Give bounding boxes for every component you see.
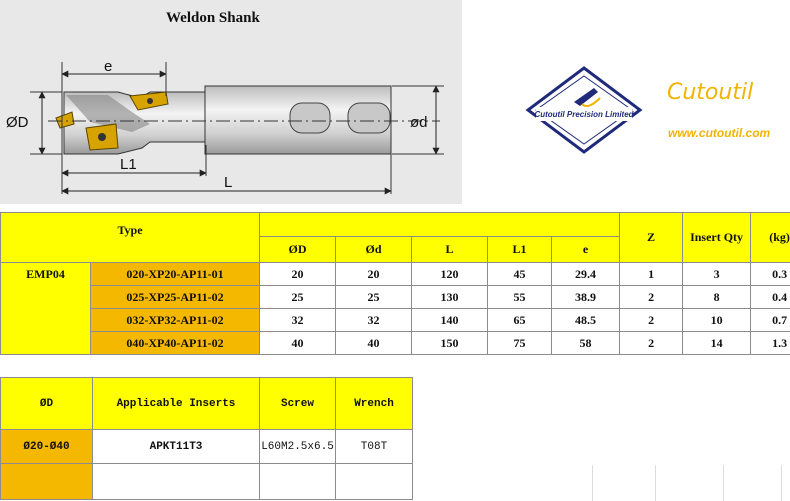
header-D: ØD xyxy=(259,236,336,263)
type-code: 032-XP32-AP11-02 xyxy=(90,308,260,332)
insert-front-screw xyxy=(98,133,106,141)
tool-drawing: Weldon Shank e L1 L ØD xyxy=(0,0,462,204)
dim-label-e: e xyxy=(104,58,112,75)
weldon-flat-right xyxy=(347,102,391,134)
cell-D: 32 xyxy=(259,308,336,332)
cell-L: 140 xyxy=(411,308,488,332)
header-screw: Screw xyxy=(259,377,336,430)
dim-label-D: ØD xyxy=(6,114,29,131)
cell-D: 40 xyxy=(259,331,336,355)
header-wrench: Wrench xyxy=(335,377,413,430)
header-D: ØD xyxy=(0,377,93,430)
table-row: Ø20-Ø40 APKT11T3 L60M2.5x6.5 T08T xyxy=(0,429,413,464)
cell-qty: 10 xyxy=(682,308,752,332)
insert-table: ØD Applicable Inserts Screw Wrench Ø20-Ø… xyxy=(0,377,413,500)
header-e: e xyxy=(550,236,621,263)
grid-line xyxy=(781,465,782,501)
cell-D: 25 xyxy=(259,285,336,309)
logo-caption: Cutoutil Precision Limited xyxy=(534,110,634,119)
header-insert-qty: Insert Qty xyxy=(682,212,752,263)
type-code: 020-XP20-AP11-01 xyxy=(90,262,260,286)
brand-url: www.cutoutil.com xyxy=(668,126,771,140)
brand-logo-mark: Cutoutil Precision Limited xyxy=(525,66,643,154)
tool-drawing-svg: Weldon Shank e L1 L ØD xyxy=(6,10,444,195)
cell-empty xyxy=(259,463,336,500)
chip-flute xyxy=(66,95,150,132)
insert-tip xyxy=(55,111,75,129)
grid-line xyxy=(592,465,593,501)
table-row-empty xyxy=(0,463,413,500)
dim-label-L1: L1 xyxy=(120,156,137,173)
cell-d: 20 xyxy=(335,262,412,286)
cell-kg: 0.7 xyxy=(750,308,790,332)
insert-top-screw xyxy=(147,98,153,104)
brand-logo: Cutoutil Precision Limited xyxy=(522,62,790,162)
cell-e: 58 xyxy=(550,331,621,355)
cell-diameter-range: Ø20-Ø40 xyxy=(0,429,93,464)
header-weight: (kg) xyxy=(750,212,790,263)
cell-Z: 1 xyxy=(619,262,684,286)
cell-d: 40 xyxy=(335,331,412,355)
cell-L: 130 xyxy=(411,285,488,309)
header-d: Ød xyxy=(335,236,412,263)
cell-insert: APKT11T3 xyxy=(92,429,260,464)
table-row: 040-XP40-AP11-02 40 40 150 75 58 2 14 1.… xyxy=(1,331,790,355)
cell-D: 20 xyxy=(259,262,336,286)
grid-line xyxy=(655,465,656,501)
cell-e: 29.4 xyxy=(550,262,621,286)
cell-qty: 14 xyxy=(682,331,752,355)
type-code: 025-XP25-AP11-02 xyxy=(90,285,260,309)
table-row: 032-XP32-AP11-02 32 32 140 65 48.5 2 10 … xyxy=(1,308,790,332)
dim-label-d: ød xyxy=(410,114,428,131)
logo-caption-band xyxy=(536,107,632,121)
cell-empty xyxy=(0,463,93,500)
logo-pen-icon xyxy=(574,88,598,106)
cell-d: 32 xyxy=(335,308,412,332)
header-type: Type xyxy=(0,212,260,263)
cell-L1: 65 xyxy=(487,308,552,332)
logo-swoosh xyxy=(581,97,601,107)
cell-L: 120 xyxy=(411,262,488,286)
grid-line xyxy=(723,465,724,501)
cell-L1: 45 xyxy=(487,262,552,286)
table-row: EMP04 020-XP20-AP11-01 20 20 120 45 29.4… xyxy=(0,262,790,355)
dim-label-L: L xyxy=(224,174,232,191)
series-name: EMP04 xyxy=(0,262,91,355)
cell-Z: 2 xyxy=(619,331,684,355)
brand-name: Cutoutil xyxy=(667,80,754,105)
cell-Z: 2 xyxy=(619,285,684,309)
cell-kg: 1.3 xyxy=(750,331,790,355)
logo-diamond-inner xyxy=(535,75,633,145)
table-row: 025-XP25-AP11-02 25 25 130 55 38.9 2 8 0… xyxy=(1,285,790,309)
header-Z: Z xyxy=(619,212,684,263)
cell-e: 48.5 xyxy=(550,308,621,332)
cell-kg: 0.3 xyxy=(750,262,790,286)
header-L1: L1 xyxy=(487,236,552,263)
cell-d: 25 xyxy=(335,285,412,309)
cell-e: 38.9 xyxy=(550,285,621,309)
cell-empty xyxy=(92,463,260,500)
header-applicable-inserts: Applicable Inserts xyxy=(92,377,260,430)
header-L: L xyxy=(411,236,488,263)
cell-qty: 3 xyxy=(682,262,752,286)
type-code: 040-XP40-AP11-02 xyxy=(90,331,260,355)
cell-qty: 8 xyxy=(682,285,752,309)
cell-L1: 75 xyxy=(487,331,552,355)
drawing-title: Weldon Shank xyxy=(166,10,260,26)
spec-table: Type Z Insert Qty (kg) ØD Ød L L1 e EMP0… xyxy=(0,212,790,355)
cell-screw: L60M2.5x6.5 xyxy=(259,429,336,464)
cell-empty xyxy=(335,463,413,500)
header-dimension-group xyxy=(258,212,621,237)
cell-L1: 55 xyxy=(487,285,552,309)
cell-kg: 0.4 xyxy=(750,285,790,309)
cell-wrench: T08T xyxy=(335,429,413,464)
cell-Z: 2 xyxy=(619,308,684,332)
cell-L: 150 xyxy=(411,331,488,355)
weldon-flat-left xyxy=(289,102,331,134)
